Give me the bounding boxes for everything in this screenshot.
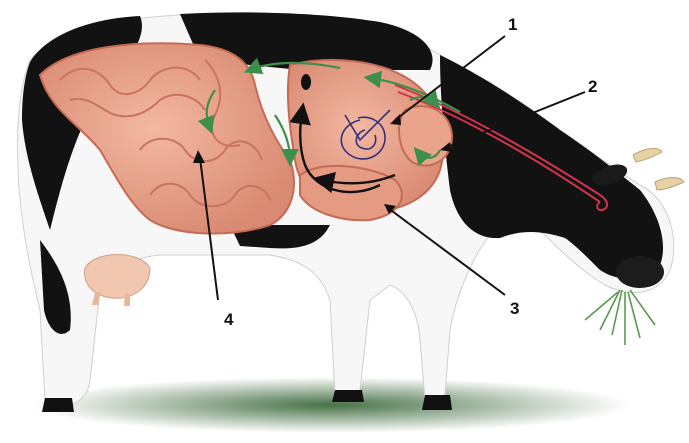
pylorus-dot bbox=[301, 74, 311, 90]
muzzle bbox=[616, 256, 664, 288]
grass-tuft bbox=[585, 290, 655, 345]
hoof-front-left bbox=[332, 390, 364, 402]
label-1: 1 bbox=[508, 15, 517, 34]
teat-2 bbox=[124, 294, 130, 306]
label-4: 4 bbox=[224, 310, 234, 329]
label-2: 2 bbox=[588, 77, 597, 96]
udder bbox=[85, 255, 150, 299]
horn-upper bbox=[633, 148, 662, 162]
horn-lower bbox=[655, 178, 684, 191]
ground-shadow bbox=[30, 377, 630, 433]
label-3: 3 bbox=[510, 299, 519, 318]
hoof-back bbox=[42, 398, 74, 412]
hoof-front-right bbox=[422, 395, 452, 410]
